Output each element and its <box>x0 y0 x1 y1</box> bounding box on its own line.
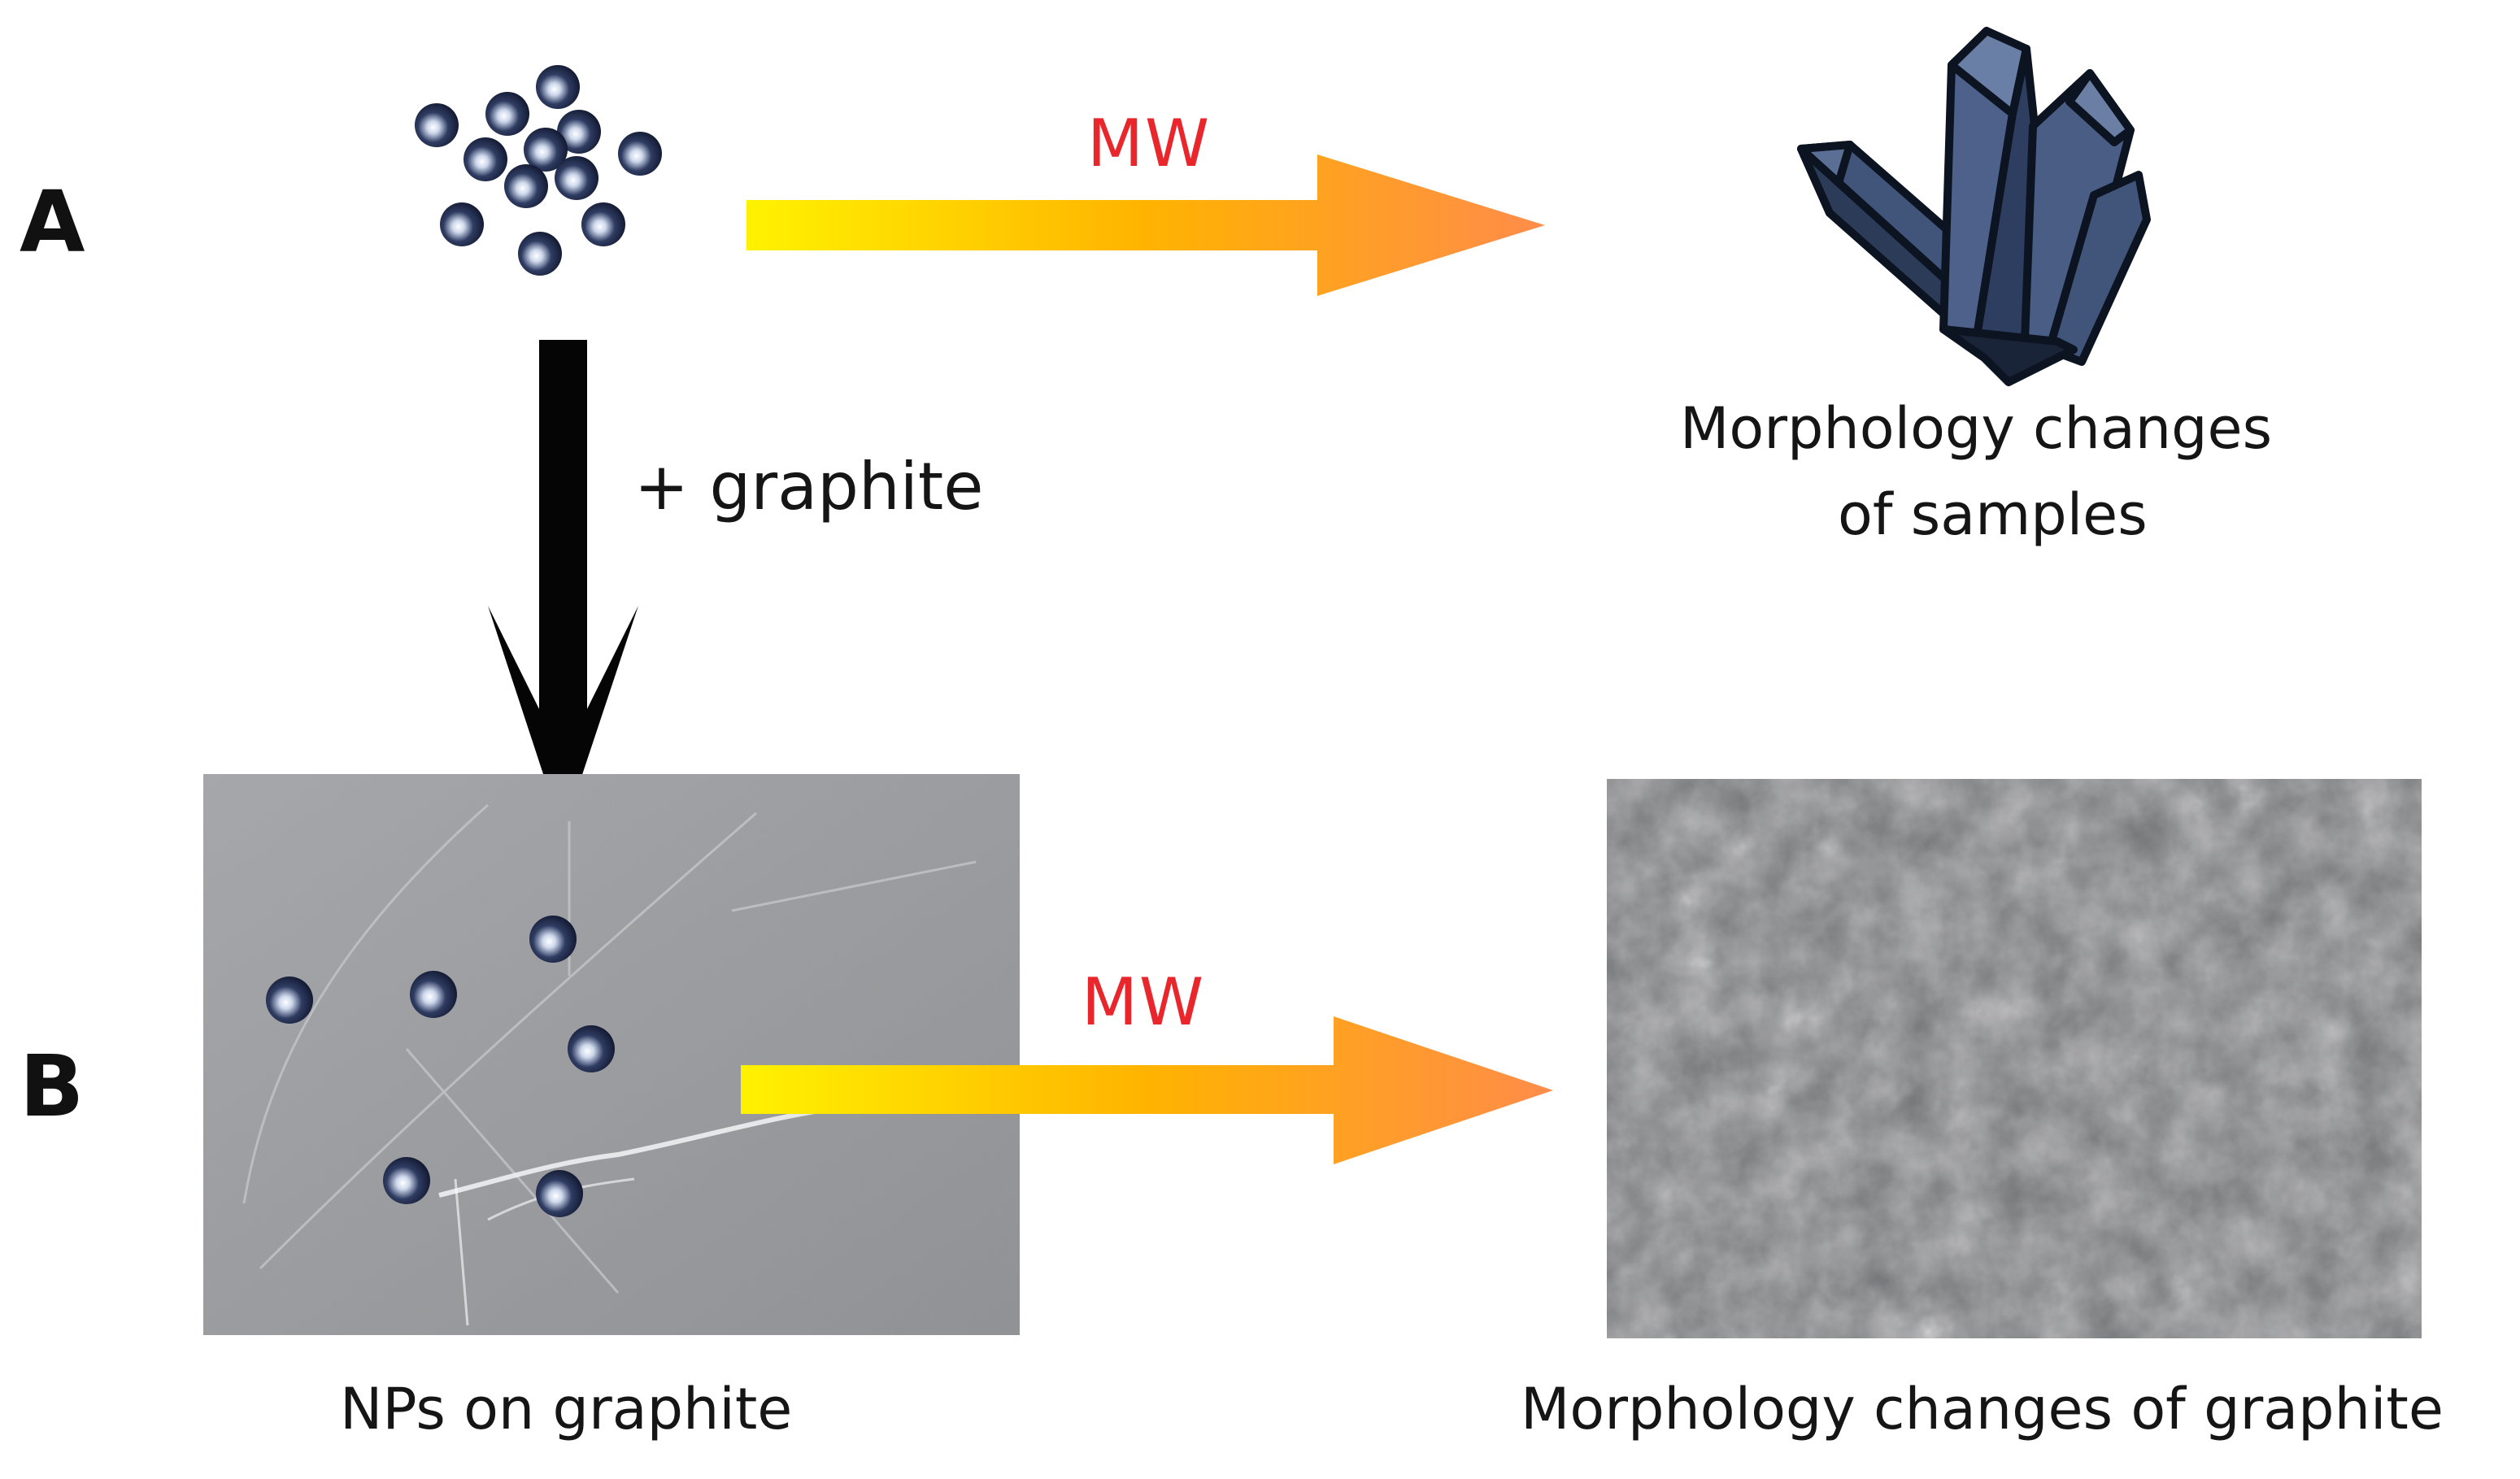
nanoparticle-icon <box>524 128 568 172</box>
graphite-morphology-caption: Morphology changes of graphite <box>1521 1376 2444 1442</box>
mw-arrow-top <box>746 154 1545 296</box>
nanoparticle-icon <box>581 202 625 246</box>
nanoparticle-icon <box>557 110 601 154</box>
nanoparticle-cluster <box>415 65 662 276</box>
nanoparticle-icon <box>536 1170 583 1217</box>
sem-graphite-image <box>1607 779 2422 1338</box>
panel-label-b: B <box>20 1037 85 1136</box>
nanoparticle-icon <box>383 1157 430 1204</box>
nanoparticle-icon <box>518 232 562 276</box>
nanoparticle-icon <box>618 132 662 176</box>
plus-graphite-label: + graphite <box>634 449 984 524</box>
nanoparticle-icon <box>504 164 548 208</box>
nanoparticle-icon <box>529 916 577 963</box>
down-arrow <box>488 340 638 833</box>
mw-label-bottom: MW <box>1082 964 1206 1040</box>
nanoparticle-icon <box>415 103 459 147</box>
nanoparticle-icon <box>568 1025 615 1072</box>
graphite-panel <box>203 774 1021 1335</box>
nanoparticle-icon <box>485 92 529 136</box>
nanoparticle-icon <box>266 977 313 1024</box>
mw-label-top: MW <box>1087 106 1212 181</box>
mw-arrow-bottom <box>741 1016 1553 1164</box>
crystal-caption-line1: Morphology changes <box>1680 395 2273 462</box>
nanoparticle-icon <box>464 137 507 181</box>
crystal-cluster-icon <box>1797 27 2151 386</box>
panel-label-a: A <box>20 172 85 272</box>
nanoparticle-icon <box>555 156 598 200</box>
crystal-caption-line2: of samples <box>1838 481 2148 548</box>
nanoparticle-icon <box>536 65 580 109</box>
nanoparticle-icon <box>410 971 457 1018</box>
nanoparticle-icon <box>440 202 484 246</box>
np-on-graphite-caption: NPs on graphite <box>340 1376 793 1442</box>
